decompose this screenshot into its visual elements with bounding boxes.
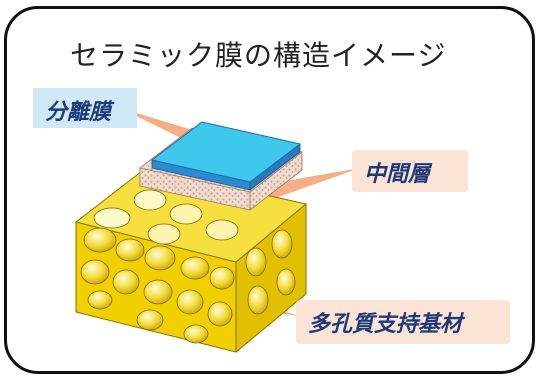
label-intermediate-layer: 中間層 [352,150,468,192]
diagram-title: セラミック膜の構造イメージ [70,39,447,72]
pointer-intermediate-layer [268,168,360,200]
porous-support-block [74,167,308,354]
separation-membrane-plate [150,121,302,191]
label-separation-membrane: 分離膜 [33,88,137,128]
label-porous-support: 多孔質支持基材 [296,300,510,344]
